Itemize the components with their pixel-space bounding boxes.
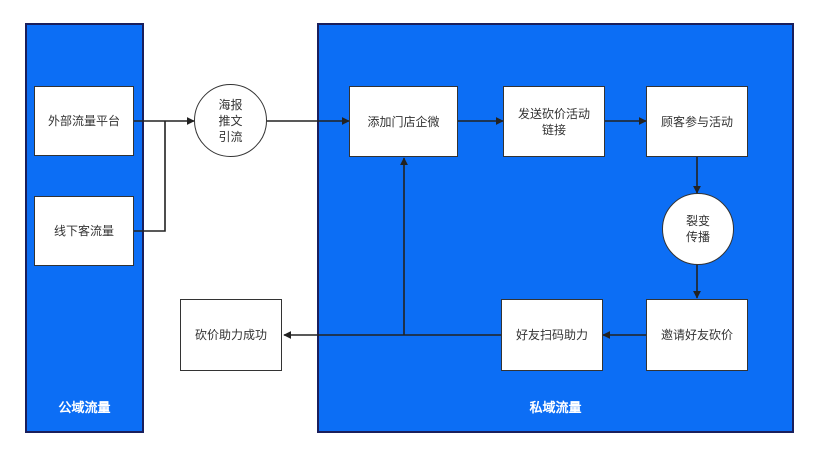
- offline-traffic-node: 线下客流量: [34, 196, 134, 266]
- poster-circle-node: 海报 推文 引流: [194, 84, 267, 157]
- customer-join-node: 顾客参与活动: [646, 86, 748, 157]
- bargain-success-node: 砍价助力成功: [180, 299, 282, 371]
- fission-circle-node: 裂变 传播: [662, 193, 734, 265]
- friend-scan-node: 好友扫码助力: [501, 299, 603, 371]
- public-traffic-label: 公域流量: [58, 401, 111, 416]
- external-traffic-node: 外部流量平台: [34, 86, 134, 156]
- add-wecom-node: 添加门店企微: [349, 86, 458, 157]
- send-link-node: 发送砍价活动 链接: [503, 86, 605, 157]
- invite-friends-node: 邀请好友砍价: [646, 299, 748, 371]
- private-traffic-label: 私域流量: [529, 401, 582, 416]
